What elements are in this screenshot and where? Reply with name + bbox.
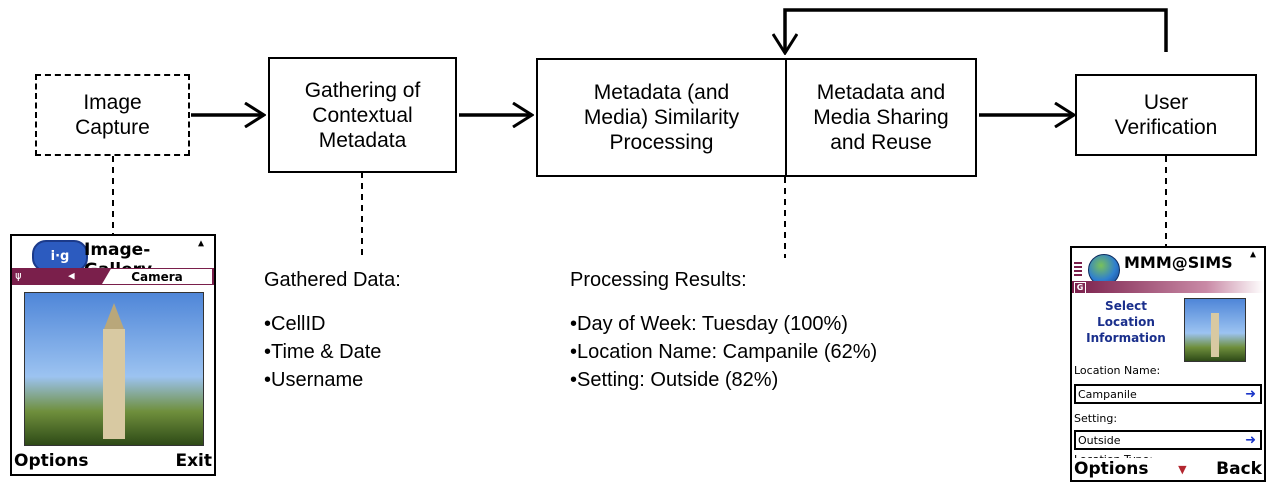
app-logo-text: i·g [50,248,70,264]
tab-g-label: G [1076,283,1084,292]
setting-label: Setting: [1074,412,1118,425]
sharing-line-1: Metadata and [816,81,946,104]
result-setting: Setting: Outside (82%) [570,366,877,394]
similarity-line-3: Processing [609,131,714,154]
prompt-line-1: Select [1105,299,1147,313]
options-softkey[interactable]: Options [14,451,89,471]
feedback-loop-arrow [785,8,1168,53]
tab-camera-label: Camera [131,269,183,284]
tab-left-arrow-icon[interactable]: ◀ [68,269,75,282]
processing-results-heading: Processing Results: [570,269,747,291]
gathering-line-3: Metadata [318,128,407,152]
processing-results-list: Day of Week: Tuesday (100%) Location Nam… [570,310,877,394]
result-location-name: Location Name: Campanile (62%) [570,338,877,366]
verification-line-2: Verification [1114,116,1218,139]
gathering-line-1: Gathering of [304,78,421,102]
gathered-item-cellid: CellID [264,310,381,338]
app-title-right: MMM@SIMS [1124,253,1233,272]
select-location-prompt: Select Location Information [1074,298,1178,346]
menu-caret-icon[interactable]: ▼ [1178,462,1187,476]
location-name-field[interactable]: Campanile ➜ [1074,384,1262,404]
tab-g[interactable]: G [1074,282,1086,294]
signal-icon: ▲ [198,238,205,249]
setting-field[interactable]: Outside ➜ [1074,430,1262,450]
similarity-line-1: Metadata (and [593,81,730,104]
location-type-label: Location Type: [1074,453,1153,461]
verification-line-1: User [1143,91,1189,114]
back-softkey[interactable]: Back [1216,459,1262,479]
campanile-thumbnail [1184,298,1246,362]
setting-arrow-icon: ➜ [1245,432,1256,448]
image-gallery-phone-screen: ▲ i·g Image-Gallery ψ ◀ Camera Options E… [10,234,216,476]
similarity-line-2: Media) Similarity [583,106,740,129]
tab-camera[interactable]: Camera [102,269,212,284]
exit-softkey[interactable]: Exit [175,451,212,471]
gathered-item-username: Username [264,366,381,394]
campanile-tower [103,329,125,439]
image-capture-line-2: Capture [75,116,150,139]
gathered-item-time-date: Time & Date [264,338,381,366]
sharing-line-2: Media Sharing [813,106,949,129]
result-day-of-week: Day of Week: Tuesday (100%) [570,310,877,338]
campanile-spire [104,303,124,329]
gathered-data-heading: Gathered Data: [264,269,401,291]
gathering-line-2: Contextual [312,103,413,127]
menu-stripes-icon [1074,262,1082,276]
sharing-line-3: and Reuse [830,131,932,154]
location-name-value: Campanile [1078,387,1137,401]
header-band [1072,281,1264,293]
image-capture-line-1: Image [83,91,142,114]
softkey-bar: Options Exit [12,448,214,474]
options-softkey-right[interactable]: Options [1074,459,1149,479]
location-name-label: Location Name: [1074,364,1161,377]
thumbnail-tower [1211,313,1219,357]
setting-value: Outside [1078,433,1121,447]
mmm-sims-phone-screen: ▲ MMM@SIMS G Select Location Information… [1070,246,1266,482]
prompt-line-2: Location [1097,315,1155,329]
signal-icon-right: ▲ [1250,249,1257,260]
app-logo-icon: i·g [32,240,88,272]
campanile-photo [24,292,204,446]
signal-strength-icon: ψ [15,269,22,282]
softkey-bar-right: Options ▼ Back [1072,458,1264,480]
location-arrow-icon: ➜ [1245,386,1256,402]
gathered-data-list: CellID Time & Date Username [264,310,381,394]
prompt-line-3: Information [1086,331,1166,345]
